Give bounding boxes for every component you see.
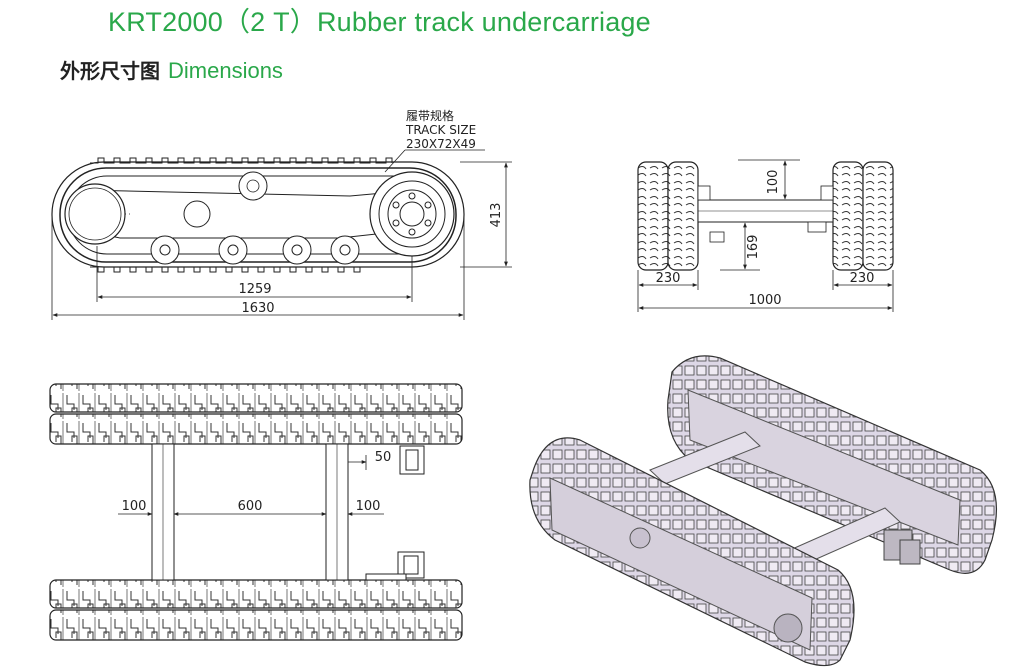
clearance-dimension [738, 159, 800, 200]
left-track-width-dimension [637, 270, 699, 312]
drive-sprocket [369, 171, 455, 257]
dimensions-heading-en: Dimensions [168, 58, 283, 83]
track-size-label-zh: 履带规格 [406, 108, 454, 123]
right-track-width-dimension [832, 270, 894, 312]
front-idler [64, 183, 126, 245]
drive-motors [365, 445, 425, 581]
diagram-title: KRT2000（2 T）Rubber track undercarriage [108, 7, 651, 37]
carrier-roller [238, 171, 268, 201]
track-size-label-en: TRACK SIZE [405, 123, 476, 137]
height-value: 413 [489, 203, 504, 228]
side-lug-marks [90, 157, 393, 273]
iso-drive-motor [883, 529, 921, 565]
dimensions-heading-zh: 外形尺寸图 [60, 59, 160, 83]
height-dimension [460, 161, 512, 268]
wheelbase-dimension [96, 246, 413, 302]
top-lower-track [49, 579, 463, 641]
top-cross-beams [151, 443, 349, 581]
front-left-track [637, 161, 699, 271]
isometric-view [529, 355, 998, 667]
track-size-value: 230X72X49 [406, 137, 476, 151]
iso-front-track [529, 437, 855, 667]
frame-height-dimension [720, 222, 760, 271]
overall-width-value: 1000 [748, 293, 781, 308]
length-value: 1630 [241, 301, 274, 316]
front-right-track [832, 161, 894, 271]
iso-back-track [667, 355, 998, 574]
side-frame [81, 189, 396, 239]
side-view: 履带规格 TRACK SIZE 230X72X49 413 1259 1630 [51, 108, 512, 320]
left-offset-value: 100 [122, 499, 147, 514]
track-rollers [150, 235, 360, 265]
right-track-width-value: 230 [850, 271, 875, 286]
motor-offset-value: 50 [375, 450, 392, 465]
clearance-value: 100 [766, 170, 781, 195]
top-upper-track [49, 383, 463, 445]
left-track-width-value: 230 [656, 271, 681, 286]
front-view: 100 169 230 230 1000 [637, 159, 894, 312]
frame-height-value: 169 [746, 235, 761, 260]
right-offset-value: 100 [356, 499, 381, 514]
dimensions-heading: 外形尺寸图 Dimensions [60, 55, 283, 84]
top-view: 50 100 600 100 [49, 383, 463, 641]
motor-offset-dimension [348, 455, 367, 470]
beam-spacing-value: 600 [238, 499, 263, 514]
wheelbase-value: 1259 [238, 282, 271, 297]
length-dimension [51, 214, 465, 320]
